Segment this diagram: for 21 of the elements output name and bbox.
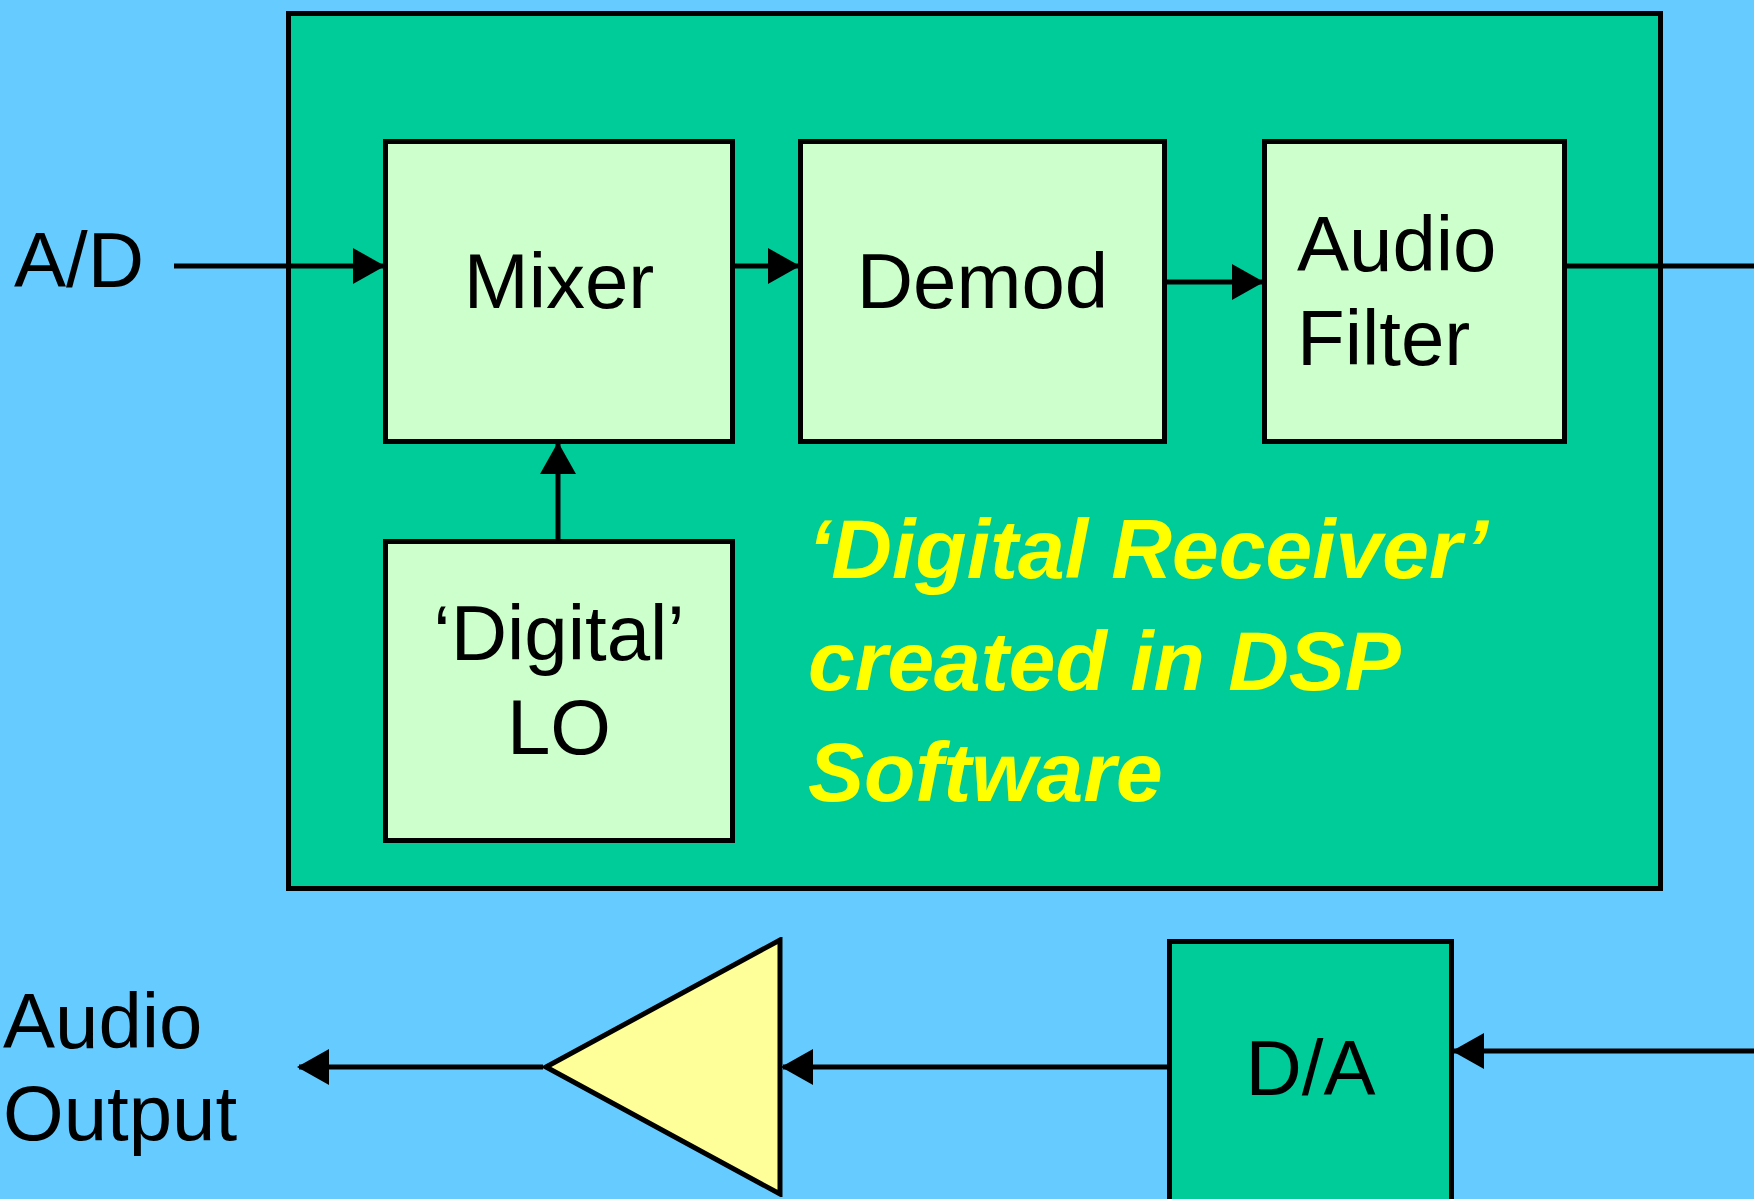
process-box — [383, 539, 735, 843]
input-label: A/D — [14, 214, 174, 314]
software-block — [286, 11, 1663, 891]
block-label: Audio Filter — [1296, 198, 1498, 384]
arrow — [1452, 1033, 1754, 1069]
arrow — [781, 1049, 1167, 1085]
converter-box — [1167, 939, 1454, 1199]
block-label: ‘Digital’ LO — [432, 588, 686, 773]
process-box — [383, 139, 735, 444]
process-box — [1262, 139, 1567, 444]
block-label: D/A — [1245, 1023, 1376, 1115]
arrow — [174, 248, 385, 284]
block-label: Demod — [856, 235, 1109, 327]
process-box — [798, 139, 1167, 444]
block-label: Mixer — [463, 235, 655, 327]
output-label: Audio Output — [3, 975, 299, 1165]
arrow — [540, 442, 576, 539]
arrow — [297, 1049, 543, 1085]
arrow — [1167, 264, 1264, 300]
annotation-text: ‘Digital Receiver’ created in DSP Software — [808, 494, 1648, 830]
arrow — [735, 248, 800, 284]
